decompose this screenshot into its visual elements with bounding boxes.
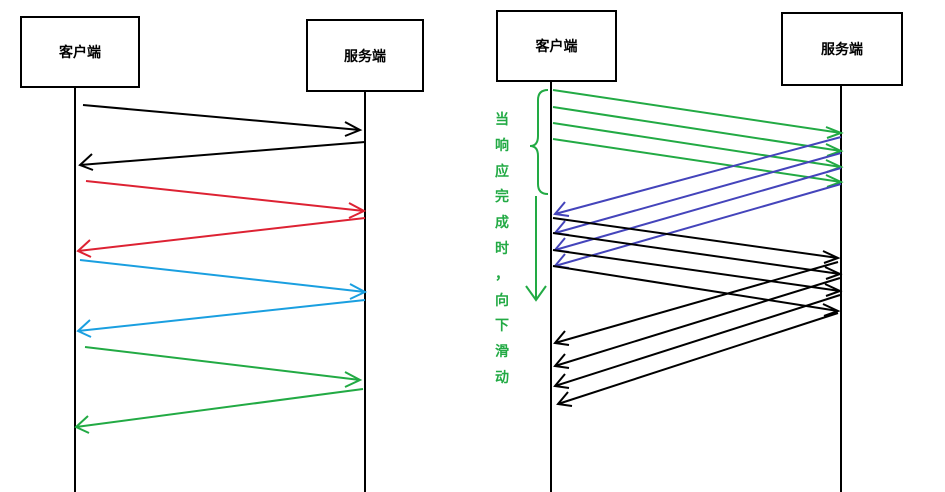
- left-arrow-8-green-response: [74, 388, 364, 434]
- note-char: 向: [495, 292, 509, 309]
- left-arrow-3-red-request: [85, 180, 367, 219]
- slide-down-arrow-icon: [525, 196, 547, 302]
- right-black-response-arrows: [553, 261, 841, 407]
- left-arrow-7-green-request: [84, 346, 363, 388]
- sliding-window-brace-icon: [529, 89, 549, 195]
- right-server-box: 服务端: [781, 12, 903, 86]
- note-char: 下: [495, 318, 509, 335]
- left-arrow-6-blue-response: [76, 299, 366, 338]
- left-server-box: 服务端: [306, 19, 424, 92]
- note-char: 响: [495, 137, 509, 154]
- left-message-arrows: [74, 104, 368, 434]
- right-client-label: 客户端: [535, 39, 578, 55]
- note-char: 成: [495, 215, 509, 232]
- left-client-box: 客户端: [20, 16, 140, 88]
- left-server-label: 服务端: [344, 48, 386, 65]
- left-arrow-1-black-request: [82, 104, 363, 137]
- right-server-label: 服务端: [821, 42, 863, 58]
- note-char: 应: [495, 163, 509, 180]
- slide-down-note: 当 响 应 完 成 时 ， 向 下 滑 动: [492, 108, 512, 392]
- right-blue-response-arrows: [553, 136, 842, 269]
- note-char: 当: [495, 112, 509, 128]
- left-arrow-5-blue-request: [79, 259, 368, 300]
- note-char: 完: [495, 189, 509, 206]
- left-arrow-4-red-response: [76, 217, 366, 258]
- note-char: 滑: [495, 344, 509, 361]
- left-client-label: 客户端: [59, 45, 101, 61]
- right-green-request-arrows: [552, 89, 844, 188]
- note-char: 动: [495, 369, 509, 386]
- note-char: 时: [495, 240, 509, 257]
- right-black-request-arrows: [552, 217, 843, 317]
- note-char: ，: [495, 266, 509, 283]
- right-client-box: 客户端: [496, 10, 617, 82]
- left-arrow-2-black-response: [78, 141, 366, 171]
